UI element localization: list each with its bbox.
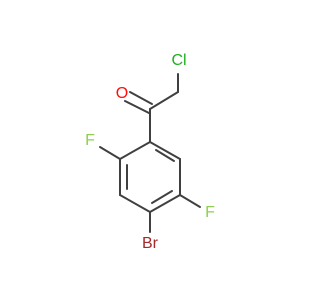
ring-bond-3 <box>149 194 181 213</box>
carbonyl-bond <box>129 91 153 105</box>
ring-inner-2 <box>151 190 173 204</box>
carbonyl-bond-double <box>124 100 150 114</box>
ring-bond-1 <box>149 141 181 160</box>
ring-to-f-top-bond <box>99 146 121 160</box>
bonds <box>99 73 201 233</box>
bromine-label: Br <box>142 235 159 252</box>
oxygen-label: O <box>116 85 128 102</box>
structure-diagram: O Cl F F Br <box>85 52 215 252</box>
atom-labels: O Cl F F Br <box>85 52 215 252</box>
molecule-canvas: O Cl F F Br <box>85 52 216 253</box>
fluorine-bottom-label: F <box>205 204 215 221</box>
ketone-to-ch2-bond <box>149 91 179 110</box>
ring-bond-4 <box>119 194 151 213</box>
fluorine-top-label: F <box>85 132 95 149</box>
chlorine-label: Cl <box>171 52 186 69</box>
ring-to-f-bottom-bond <box>179 194 201 208</box>
ring-inner-1 <box>155 149 175 162</box>
ring-bond-6 <box>119 141 151 160</box>
